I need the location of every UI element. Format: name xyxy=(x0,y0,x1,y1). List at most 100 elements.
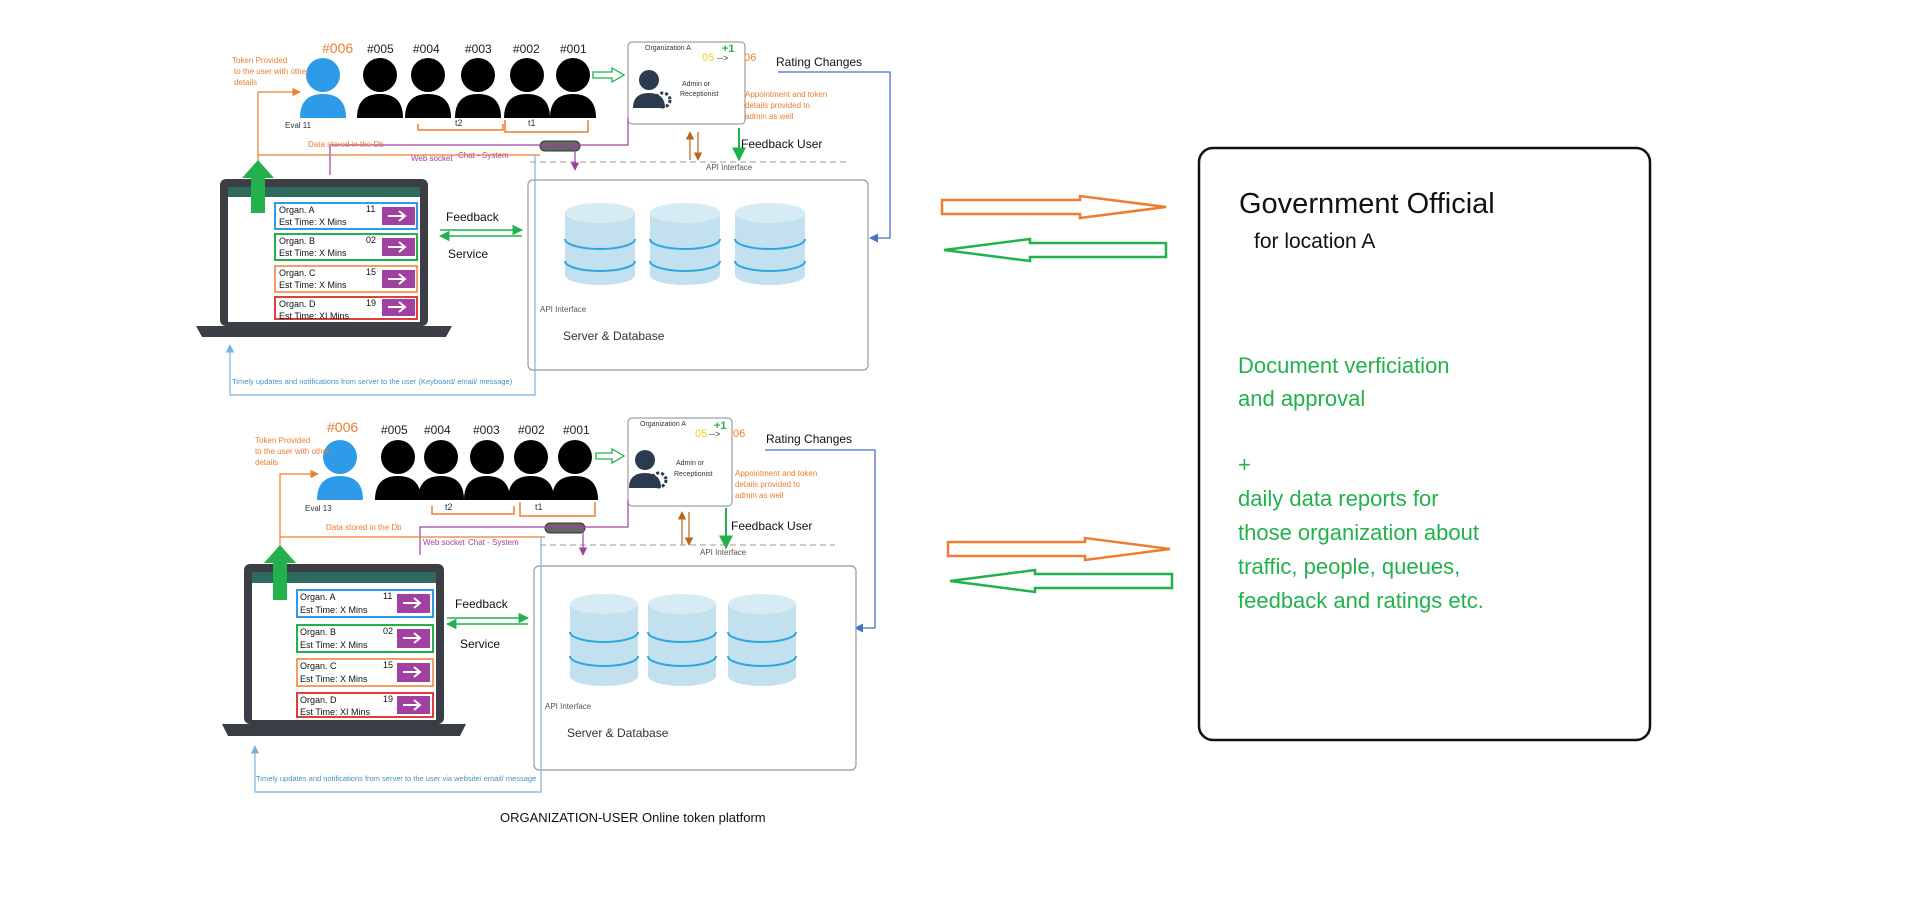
token-label: #002 xyxy=(513,42,540,56)
org-row[interactable]: Organ. D Est Time: XI Mins 19 xyxy=(296,692,434,718)
rating-arrow: --> xyxy=(717,53,728,63)
government-box-frame xyxy=(1197,146,1652,742)
token-system-panel-2: #006 #005 #004 #003 #002 #001 Eval 13 To… xyxy=(222,417,876,793)
org-time: Est Time: X Mins xyxy=(300,640,368,650)
websocket-connector xyxy=(329,118,629,175)
org-row[interactable]: Organ. C Est Time: X Mins 15 xyxy=(296,658,434,687)
websocket-label: Web socket xyxy=(411,154,453,163)
org-time: Est Time: X Mins xyxy=(300,674,368,684)
from-government-arrow xyxy=(943,237,1168,263)
org-name: Organ. A xyxy=(300,592,336,602)
rating-old: 05 xyxy=(695,428,707,440)
service-label: Service xyxy=(448,247,488,261)
api-left-label: API Interface xyxy=(540,305,587,314)
token-label: #004 xyxy=(424,423,451,437)
gateway-capsule xyxy=(544,522,586,534)
token-label: #005 xyxy=(381,423,408,437)
org-name: Organ. A xyxy=(279,205,315,215)
server-label: Server & Database xyxy=(563,329,665,343)
token-label: #005 xyxy=(367,42,394,56)
right-arrow-icon xyxy=(388,241,407,253)
org-row-frame xyxy=(274,202,418,230)
right-arrow-icon xyxy=(388,210,407,222)
admin-title: Organization A xyxy=(640,421,686,428)
right-arrow-icon xyxy=(403,632,422,644)
queue-to-admin-arrow xyxy=(595,447,626,465)
person-icon xyxy=(508,440,554,500)
org-time: Est Time: XI Mins xyxy=(300,707,371,717)
note-line: Token Provided xyxy=(232,56,287,65)
timely-note: Timely updates and notifications from se… xyxy=(256,774,536,783)
queue-people xyxy=(317,440,598,500)
rating-new: 06 xyxy=(733,428,745,440)
org-row-frame xyxy=(296,624,434,653)
timely-updates-connector xyxy=(225,155,536,396)
org-token-number: 15 xyxy=(383,660,393,670)
note-line: Token Provided xyxy=(255,436,310,445)
org-token-number: 19 xyxy=(366,298,376,308)
org-token-number: 19 xyxy=(383,694,393,704)
panel1-exchange-arrows xyxy=(940,194,1168,263)
queue-bracket xyxy=(519,502,596,517)
timely-note: Timely updates and notifications from se… xyxy=(232,377,513,386)
token-label: #001 xyxy=(563,423,590,437)
token-note: Token Provided to the user with other de… xyxy=(232,56,309,87)
from-government-arrow xyxy=(949,568,1174,594)
queue-people xyxy=(300,58,596,118)
org-token-number: 11 xyxy=(366,204,375,214)
queue-mark: t2 xyxy=(445,502,453,512)
org-name: Organ. D xyxy=(279,299,316,309)
person-icon xyxy=(300,58,346,118)
org-row[interactable]: Organ. B Est Time: X Mins 02 xyxy=(296,624,434,653)
feedback-label: Feedback xyxy=(455,597,509,611)
duty-line: traffic, people, queues, xyxy=(1238,554,1460,579)
org-time: Est Time: X Mins xyxy=(279,217,347,227)
person-icon xyxy=(552,440,598,500)
admin-icon xyxy=(629,450,668,489)
plus-sign: + xyxy=(1238,452,1251,477)
org-row[interactable]: Organ. B Est Time: X Mins 02 xyxy=(274,233,418,261)
person-icon xyxy=(317,440,363,500)
admin-icon xyxy=(633,70,672,109)
database-icon xyxy=(647,594,717,686)
database-icon xyxy=(649,203,721,285)
token-label: #002 xyxy=(518,423,545,437)
org-name: Organ. D xyxy=(300,695,337,705)
org-row[interactable]: Organ. A Est Time: X Mins 11 xyxy=(274,202,418,230)
note-line: details xyxy=(255,458,278,467)
diagram-caption: ORGANIZATION-USER Online token platform xyxy=(500,810,766,825)
right-arrow-icon xyxy=(388,273,407,285)
database-icon xyxy=(569,594,639,686)
note-line: admin as well xyxy=(745,112,794,121)
org-row-frame xyxy=(274,233,418,261)
token-note: Token Provided to the user with other de… xyxy=(255,436,330,467)
db-store-note: Data stored in the Db xyxy=(308,140,384,149)
database-icon xyxy=(564,203,636,285)
database-icon xyxy=(727,594,797,686)
note-line: details provided to xyxy=(745,101,810,110)
org-row[interactable]: Organ. C Est Time: X Mins 15 xyxy=(274,265,418,293)
queue-mark: t1 xyxy=(528,118,536,128)
org-row[interactable]: Organ. D Est Time: XI Mins 19 xyxy=(274,296,418,321)
person-icon xyxy=(455,58,501,118)
org-token-number: 15 xyxy=(366,267,376,277)
user-label: Eval 13 xyxy=(305,504,332,513)
org-row[interactable]: Organ. A Est Time: X Mins 11 xyxy=(296,589,434,618)
org-name: Organ. B xyxy=(279,236,315,246)
token-label: #006 xyxy=(327,419,358,435)
government-subtitle: for location A xyxy=(1254,230,1375,253)
org-row-frame xyxy=(274,265,418,293)
person-icon xyxy=(504,58,550,118)
feedback-user-label: Feedback User xyxy=(731,519,812,533)
person-icon xyxy=(375,440,421,500)
chat-label: Chat - System xyxy=(468,538,519,547)
rating-changes-label: Rating Changes xyxy=(766,432,852,446)
note-line: admin as well xyxy=(735,491,784,500)
duty-line: feedback and ratings etc. xyxy=(1238,588,1484,613)
api-left-label: API Interface xyxy=(545,702,592,711)
user-label: Eval 11 xyxy=(285,121,312,130)
token-label: #004 xyxy=(413,42,440,56)
queue-mark: t2 xyxy=(455,118,463,128)
token-label: #003 xyxy=(473,423,500,437)
note-line: Appointment and token xyxy=(745,90,827,99)
